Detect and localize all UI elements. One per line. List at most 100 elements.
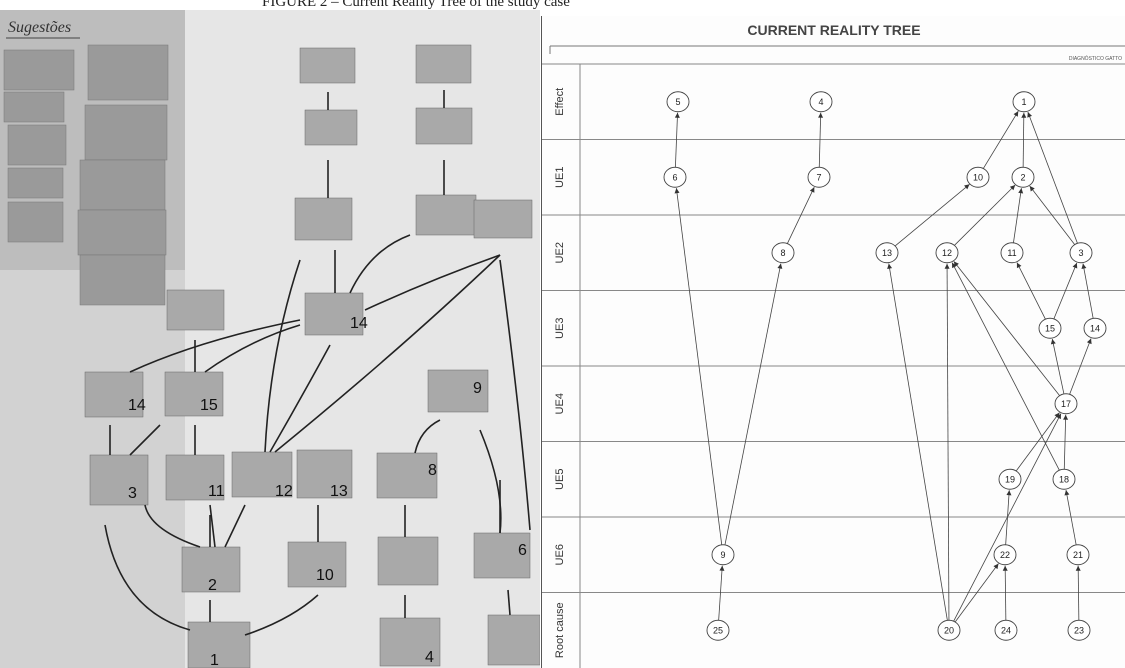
arrowhead xyxy=(777,263,783,269)
node-circle xyxy=(1054,393,1078,415)
node-circle xyxy=(807,166,831,188)
node-circle xyxy=(1066,544,1090,566)
crt-diagram: CURRENT REALITY TREE DIAGNÓSTICO GATTO E… xyxy=(542,16,1125,668)
edge-3-2 xyxy=(1029,185,1076,246)
arrowhead xyxy=(674,112,680,118)
arrowhead xyxy=(1002,565,1008,571)
node-14: 14 xyxy=(1083,317,1107,339)
node-label: 17 xyxy=(1061,399,1071,409)
arrowhead xyxy=(719,565,725,571)
node-6: 6 xyxy=(663,166,687,188)
edge-19-17 xyxy=(1015,412,1060,472)
edge-10-1 xyxy=(982,110,1019,169)
card-number: 1 xyxy=(210,652,219,668)
arrowhead xyxy=(1072,262,1078,269)
edge-25-9 xyxy=(718,565,723,621)
arrowhead xyxy=(1029,185,1035,192)
card-number: 2 xyxy=(208,577,217,594)
edge-18-12 xyxy=(951,262,1060,471)
arrowhead xyxy=(944,263,950,269)
node-circle xyxy=(666,91,690,113)
node-3: 3 xyxy=(1069,242,1093,264)
node-label: 19 xyxy=(1005,474,1015,484)
arrowhead xyxy=(964,184,970,190)
edge-18-17 xyxy=(1063,414,1067,470)
node-circle xyxy=(711,544,735,566)
node-circle xyxy=(1038,317,1062,339)
figure-caption: FIGURE 2 – Current Reality Tree of the s… xyxy=(262,0,570,10)
node-label: 7 xyxy=(816,172,821,182)
card-number: 3 xyxy=(128,485,137,502)
edge-24-22 xyxy=(1004,565,1007,621)
node-circle xyxy=(993,544,1017,566)
node-20: 20 xyxy=(937,619,961,641)
edge-23-21 xyxy=(1077,565,1080,621)
card-number: 10 xyxy=(316,567,334,584)
arrowhead xyxy=(1006,490,1012,496)
node-18: 18 xyxy=(1052,468,1076,490)
node-circle xyxy=(771,242,795,264)
edge-9-8 xyxy=(724,263,782,546)
edge-20-12 xyxy=(946,263,950,621)
arrowhead xyxy=(1013,111,1019,117)
arrowhead xyxy=(1018,188,1024,194)
node-label: 24 xyxy=(1001,625,1011,635)
node-circle xyxy=(1067,619,1091,641)
edge-9-6 xyxy=(675,188,723,545)
node-2: 2 xyxy=(1011,166,1035,188)
node-label: 6 xyxy=(672,172,677,182)
arrowhead xyxy=(1086,338,1092,345)
node-label: 13 xyxy=(882,248,892,258)
node-21: 21 xyxy=(1066,544,1090,566)
node-13: 13 xyxy=(875,242,899,264)
edge-15-3 xyxy=(1053,262,1078,320)
arrowhead xyxy=(1009,185,1016,191)
whiteboard-photo-drawing: Sugestões xyxy=(0,10,540,668)
row-label: UE5 xyxy=(554,469,566,490)
node-label: 11 xyxy=(1007,248,1016,258)
edge-21-18 xyxy=(1065,489,1077,545)
card-number: 15 xyxy=(200,397,218,414)
arrowhead xyxy=(674,188,680,194)
arrowhead xyxy=(993,563,999,570)
node-circle xyxy=(1011,166,1035,188)
node-circle xyxy=(809,91,833,113)
node-24: 24 xyxy=(994,619,1018,641)
sticky-card-stack xyxy=(3,44,169,306)
node-17: 17 xyxy=(1054,393,1078,415)
row-label: UE1 xyxy=(554,167,566,188)
card-number: 11 xyxy=(208,483,225,500)
node-label: 23 xyxy=(1074,625,1084,635)
node-4: 4 xyxy=(809,91,833,113)
node-label: 2 xyxy=(1020,172,1025,182)
node-circle xyxy=(1069,242,1093,264)
edge-22-19 xyxy=(1005,490,1010,545)
handwritten-title: Sugestões xyxy=(8,19,71,36)
edge-17-12 xyxy=(953,261,1061,397)
edge-20-22 xyxy=(954,563,999,623)
arrowhead xyxy=(1081,263,1087,269)
node-circle xyxy=(1052,468,1076,490)
edge-17-14 xyxy=(1069,338,1092,395)
sticky-cards xyxy=(84,44,540,668)
edge-12-2 xyxy=(953,184,1016,246)
crt-title: CURRENT REALITY TREE xyxy=(747,22,920,38)
arrowhead xyxy=(1056,413,1061,420)
node-9: 9 xyxy=(711,544,735,566)
node-circle xyxy=(1012,91,1036,113)
node-label: 8 xyxy=(780,248,785,258)
row-label: Root cause xyxy=(554,602,566,658)
card-number: 13 xyxy=(330,483,348,500)
edge-20-13 xyxy=(888,263,948,621)
node-circle xyxy=(1000,242,1024,264)
edge-17-15 xyxy=(1051,338,1065,395)
node-25: 25 xyxy=(706,619,730,641)
node-label: 21 xyxy=(1073,550,1083,560)
row-label: UE3 xyxy=(554,318,566,339)
node-label: 1 xyxy=(1021,97,1026,107)
node-22: 22 xyxy=(993,544,1017,566)
edge-11-2 xyxy=(1013,188,1022,243)
node-8: 8 xyxy=(771,242,795,264)
node-12: 12 xyxy=(935,242,959,264)
node-7: 7 xyxy=(807,166,831,188)
